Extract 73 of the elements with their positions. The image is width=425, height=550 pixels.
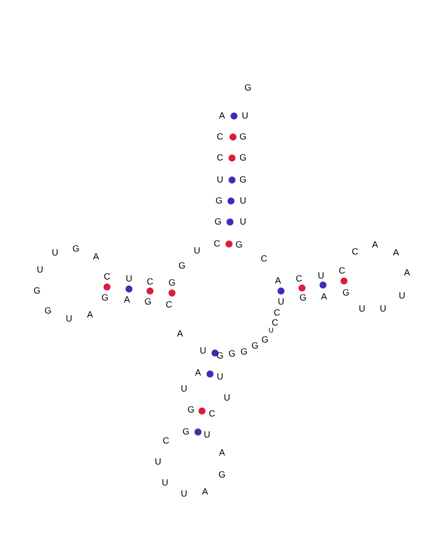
nucleotide-label: U [194,246,200,256]
nucleotide-label: C [338,266,346,276]
nucleotide-label: G [144,298,152,306]
nucleotide-label: C [216,154,224,162]
nucleotide-label: G [72,244,80,254]
nucleotide-label: C [216,132,224,142]
nucleotide-label: U [126,274,132,284]
nucleotide-label: U [52,248,58,258]
nucleotide-label: G [44,306,52,316]
nucleotide-label: C [274,308,280,318]
nucleotide-label: U [204,430,210,440]
nucleotide-label: G [188,406,194,414]
nucleotide-label: G [178,262,186,270]
nucleotide-label: U [216,372,224,382]
nucleotide-label: U [180,490,188,498]
nucleotide-label: G [236,240,242,250]
nucleotide-label: A [219,112,225,120]
nucleotide-label: C [272,318,278,328]
nucleotide-label: G [244,84,252,92]
nucleotide-label: A [393,248,399,258]
nucleotide-label: G [262,336,268,344]
nucleotide-label: G [300,294,306,302]
nucleotide-label: G [252,342,258,350]
nucleotide-label: A [124,296,130,304]
nucleotide-label: U [380,304,386,314]
nucleotide-label: A [177,330,183,338]
nucleotide-label: U [318,272,324,280]
nucleotide-label: G [240,154,246,162]
nucleotide-label: A [93,252,99,262]
nucleotide-label: G [228,350,236,358]
nucleotide-label: C [352,248,358,256]
nucleotide-label: C [260,254,268,264]
nucleotide-label: G [218,470,226,480]
nucleotide-label: U [154,458,162,466]
nucleotide-label: G [102,294,108,302]
nucleotide-label: C [104,272,110,282]
nucleotide-label: U [224,394,230,402]
nucleotide-label: U [216,176,224,184]
nucleotide-label: C [162,436,170,446]
nucleotide-label: C [146,278,154,286]
nucleotide-label: U [66,314,72,324]
nucleotide-label: U [200,346,206,356]
nucleotide-label: U [240,196,246,206]
nucleotide-label: G [214,218,222,226]
nucleotide-label: A [202,488,208,496]
nucleotide-label: U [242,112,248,120]
nucleotide-label: C [208,410,216,418]
nucleotide-label: G [342,288,350,298]
nucleotide-label: G [216,196,222,206]
nucleotide-label: U [162,478,168,488]
nucleotide-label: G [240,132,246,142]
nucleotide-label: C [214,240,220,248]
nucleotide-label: A [372,240,378,250]
nucleotide-label: G [182,428,190,436]
nucleotide-label: G [240,176,246,184]
nucleotide-label: G [240,348,248,356]
nucleotide-label: G [168,278,176,288]
nucleotide-label: U [240,218,246,226]
nucleotide-label: C [296,274,302,284]
nucleotide-label: U [278,298,284,306]
nucleotide-label: A [404,268,410,278]
nucleotide-label: A [321,292,327,302]
nucleotide-label: A [219,448,225,458]
nucleotide-label: G [34,286,40,296]
nucleotide-label: U [398,292,406,300]
nucleotide-label: A [275,276,281,286]
nucleotide-label: A [195,368,201,378]
nucleotide-label: C [166,300,172,310]
nucleotide-label: U [180,384,188,394]
nucleotide-label: U [358,304,366,314]
nucleotide-label: U [36,266,44,274]
nucleotide-label: A [87,310,93,320]
nucleotide-label: G [216,352,224,360]
